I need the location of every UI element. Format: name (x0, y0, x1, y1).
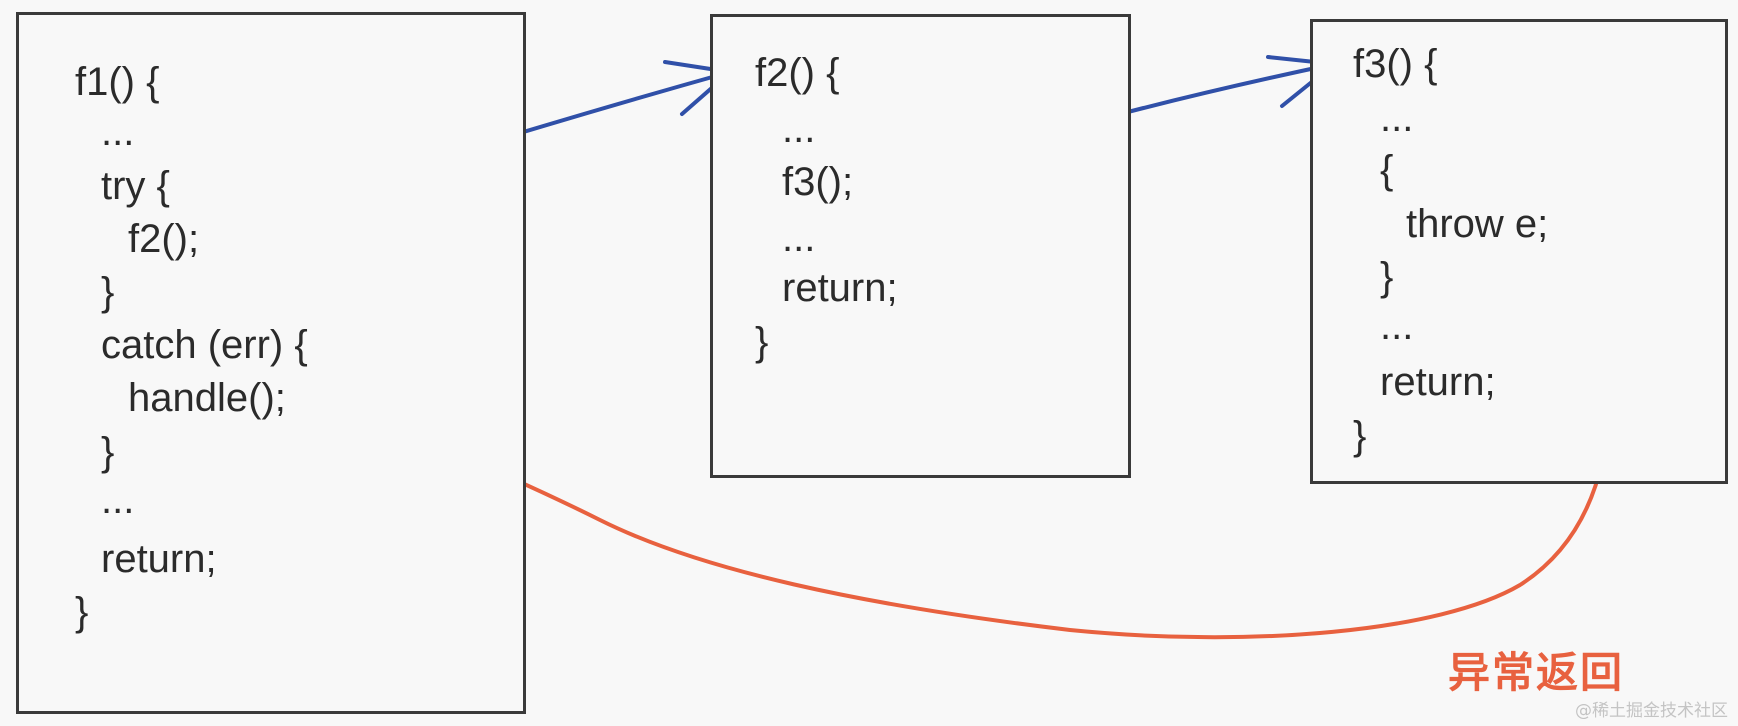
function-box-f3 (1310, 19, 1728, 484)
exception-return-label: 异常返回 (1448, 648, 1625, 697)
f1-line-try-close: } (101, 270, 115, 314)
f1-line-catch-close: } (101, 430, 115, 474)
f3-line-return: return; (1380, 360, 1496, 404)
function-box-f2 (710, 14, 1131, 478)
f3-line-close: } (1353, 414, 1367, 458)
f2-line-call-f3: f3(); (782, 160, 854, 204)
f3-line-block-open: { (1380, 148, 1394, 192)
f3-line-block-close: } (1380, 255, 1394, 299)
f1-line-ellipsis-2: ... (101, 478, 135, 522)
f2-line-ellipsis-2: ... (782, 216, 816, 260)
f2-line-return: return; (782, 266, 898, 310)
f3-line-ellipsis-2: ... (1380, 304, 1414, 348)
f3-line-ellipsis: ... (1380, 96, 1414, 140)
watermark: @稀土掘金技术社区 (1575, 701, 1728, 721)
f3-line-throw: throw e; (1406, 202, 1549, 246)
f1-line-handle: handle(); (128, 376, 286, 420)
f1-line-try: try { (101, 164, 170, 208)
f1-line-call-f2: f2(); (128, 217, 200, 261)
f2-line-header: f2() { (755, 51, 840, 95)
f1-line-return: return; (101, 537, 217, 581)
f2-line-close: } (755, 320, 769, 364)
f1-line-header: f1() { (75, 60, 160, 104)
function-box-f1 (16, 12, 526, 714)
f2-line-ellipsis: ... (782, 107, 816, 151)
f3-line-header: f3() { (1353, 42, 1438, 86)
f1-line-catch: catch (err) { (101, 323, 308, 367)
f1-line-ellipsis: ... (101, 110, 135, 154)
f1-line-close: } (75, 590, 89, 634)
